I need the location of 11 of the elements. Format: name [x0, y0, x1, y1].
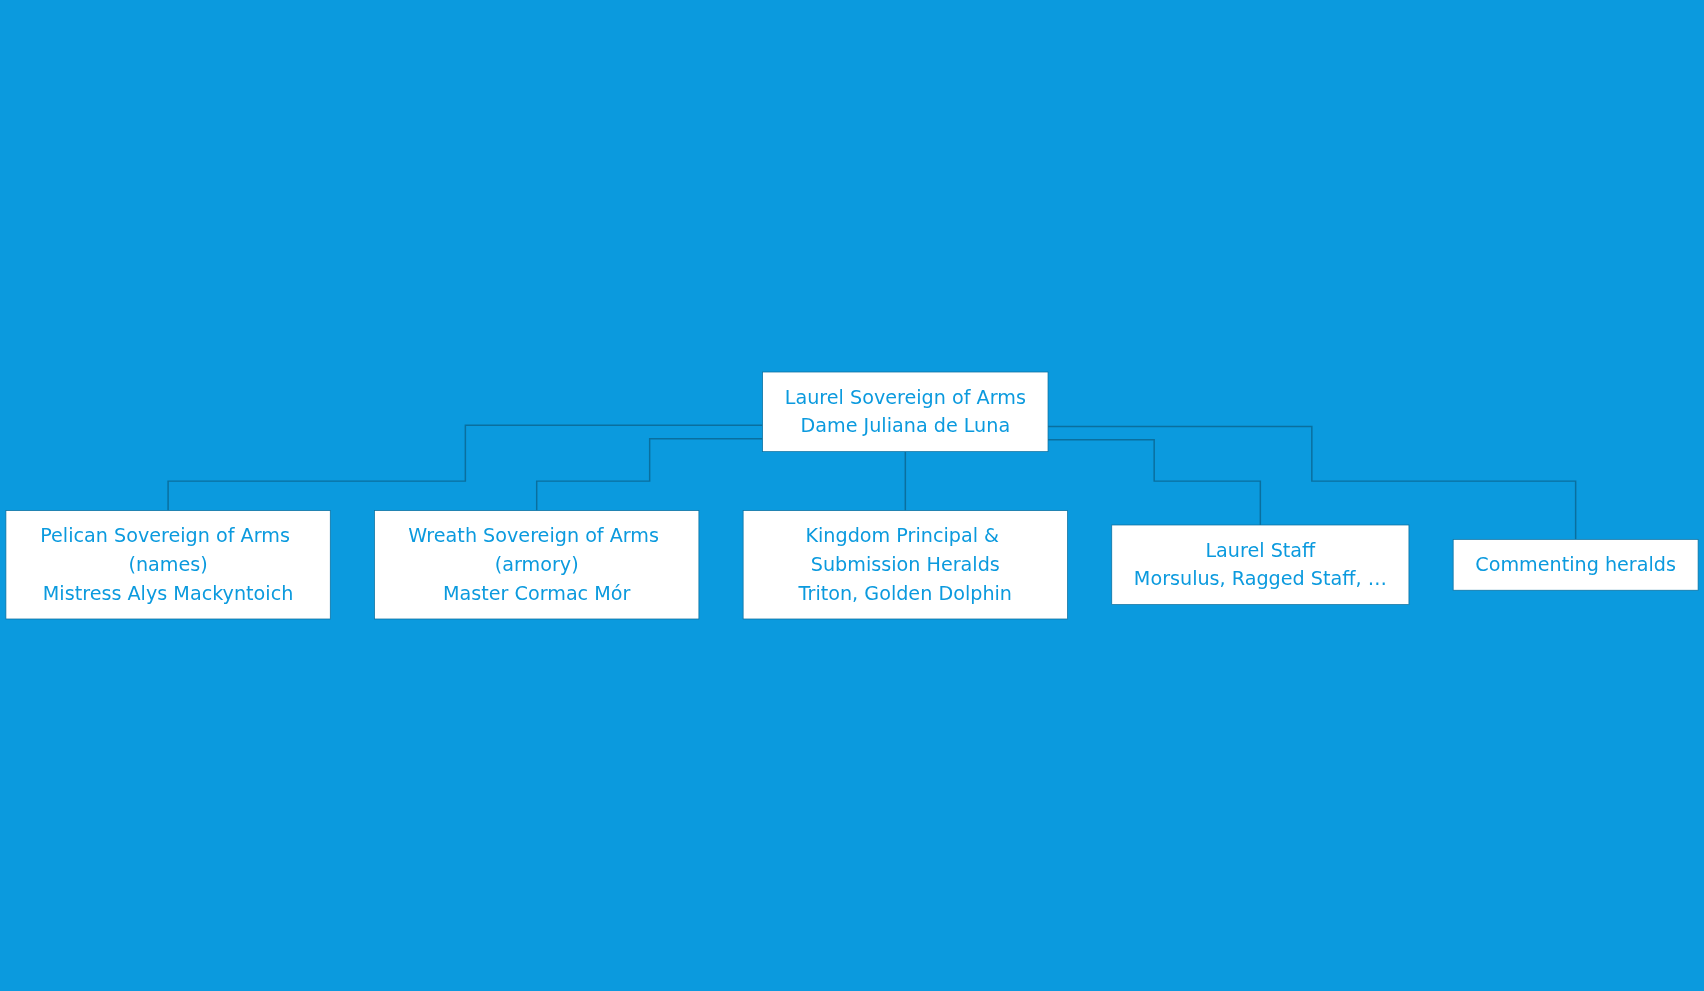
node-box: Kingdom Principal & Submission Heralds Triton, Golden Dolphin — [742, 510, 1068, 620]
connector — [1047, 438, 1262, 526]
node-box: Laurel Sovereign of Arms Dame Juliana de Luna — [762, 371, 1049, 452]
node-box: Pelican Sovereign of Arms (names) Mistress Alys Mackyntoich — [5, 510, 331, 620]
connector — [535, 437, 764, 512]
node-box: Laurel Staff Morsulus, Ragged Staff, … — [1111, 524, 1410, 605]
connector — [167, 424, 764, 512]
connector — [904, 450, 907, 512]
node-box: Wreath Sovereign of Arms (armory) Master Cormac Mór — [374, 510, 700, 620]
node-box: Commenting heralds — [1452, 539, 1699, 591]
connector — [1047, 425, 1577, 541]
